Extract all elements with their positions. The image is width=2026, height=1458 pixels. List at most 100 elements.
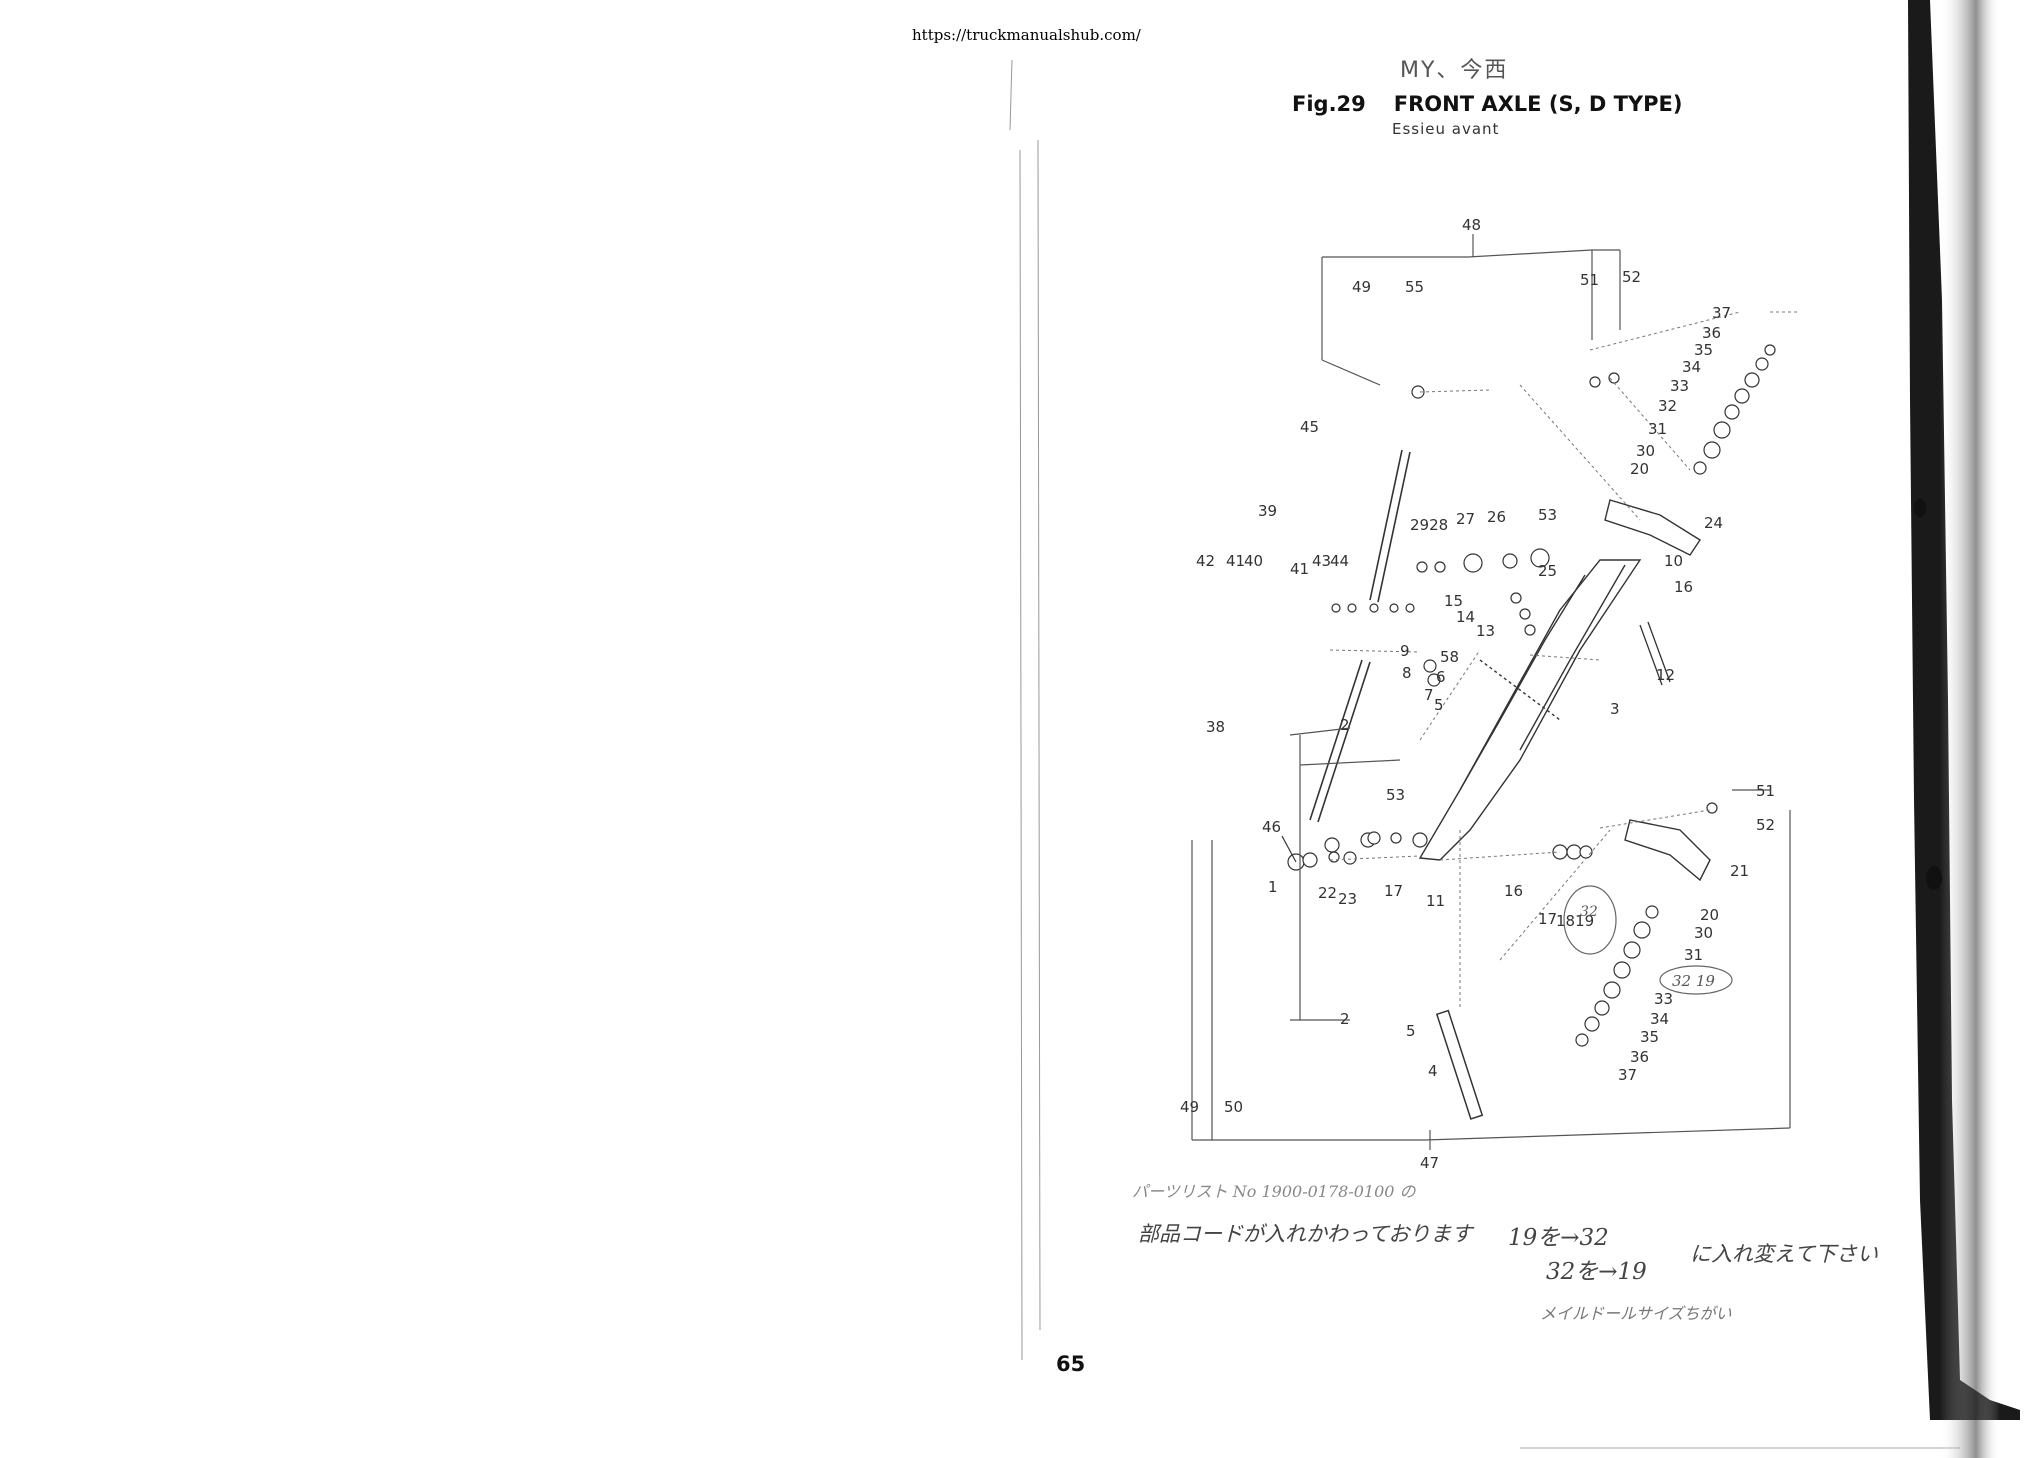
callout-51-top: 51 [1580,271,1599,289]
callout-43: 43 [1312,552,1331,570]
washer-stack-upper [1693,344,1776,475]
callout-24: 24 [1704,514,1723,532]
callout-11: 11 [1426,892,1445,910]
callout-35-low: 35 [1640,1028,1659,1046]
callout-20-top: 20 [1630,460,1649,478]
callout-29-28: 2928 [1410,516,1448,534]
callout-30-low: 30 [1694,924,1713,942]
callout-49-low: 49 [1180,1098,1199,1116]
callout-48: 48 [1462,216,1481,234]
callout-14: 14 [1456,608,1475,626]
figure-subtitle: Essieu avant [1392,120,1500,138]
handwritten-note-line4: 32を→19 [1546,1259,1647,1285]
callout-8: 8 [1402,664,1412,682]
callout-39: 39 [1258,502,1277,520]
callout-49-top: 49 [1352,278,1371,296]
left-page-margin-lines [1009,59,1041,1361]
callout-23: 23 [1338,890,1357,908]
handwritten-note-line3a: 19を→32 [1508,1225,1609,1251]
callout-2-low: 2 [1340,1010,1350,1028]
callout-44: 44 [1330,552,1349,570]
circled-note-32-19: 32 19 [1672,972,1715,990]
callout-labels: 48 49 55 51 52 37 36 35 34 33 32 31 30 2… [1180,216,1775,1172]
handwritten-note-line2: 部品コードが入れかわっております [1138,1222,1473,1246]
callout-10: 10 [1664,552,1683,570]
callout-1: 1 [1268,878,1278,896]
callout-12: 12 [1656,666,1675,684]
callout-26: 26 [1487,508,1506,526]
callout-17-right: 17 [1538,910,1557,928]
figure-title-text: FRONT AXLE (S, D TYPE) [1393,92,1683,116]
callout-2-top: 2 [1340,716,1350,734]
callout-37-top: 37 [1712,304,1731,322]
callout-53-mid: 53 [1386,786,1405,804]
circled-note-32: 32 [1580,904,1598,920]
circled-annotations [1563,885,1733,995]
callout-47: 47 [1420,1154,1439,1172]
callout-31-low: 31 [1684,946,1703,964]
callout-5-low: 5 [1406,1022,1416,1040]
callout-50: 50 [1224,1098,1243,1116]
callout-3: 3 [1610,700,1620,718]
tie-rod-38 [1309,659,1371,823]
callout-33-low: 33 [1654,990,1673,1008]
callout-42: 42 [1196,552,1215,570]
hardware-parts [1324,372,1718,865]
bolt-12 [1639,621,1671,686]
callout-4: 4 [1428,1062,1438,1080]
callout-33-top: 33 [1670,377,1689,395]
callout-53-top: 53 [1538,506,1557,524]
callout-34-top: 34 [1682,358,1701,376]
tie-rod-39 [1369,449,1411,603]
bracket-lower-left [1191,727,1791,1150]
handwritten-name-note: MY、今西 [1400,58,1509,83]
washer-stack-lower [1575,905,1659,1047]
callout-52-top: 52 [1622,268,1641,286]
callout-30-top: 30 [1636,442,1655,460]
leader-lines [1329,311,1800,1010]
callout-36-top: 36 [1702,324,1721,342]
callout-17-left: 17 [1384,882,1403,900]
callout-20-low: 20 [1700,906,1719,924]
callout-51-low: 51 [1756,782,1775,800]
callout-16-low: 16 [1504,882,1523,900]
figure-number: Fig.29 [1292,92,1366,116]
callout-54-57: 58 [1440,648,1459,666]
callout-27: 27 [1456,510,1475,528]
callout-15: 15 [1444,592,1463,610]
bracket-48 [1321,234,1621,386]
callout-9: 9 [1400,642,1410,660]
figure-title: Fig.29 FRONT AXLE (S, D TYPE) [1292,92,1682,116]
book-spine-shadow [1908,0,2020,1458]
page-number: 65 [1056,1352,1086,1376]
knuckle-arm-24 [1604,499,1701,556]
callout-34-low: 34 [1650,1010,1669,1028]
knuckle-arm-21 [1624,819,1711,882]
callout-31-top: 31 [1648,420,1667,438]
callout-55: 55 [1405,278,1424,296]
callout-41-a: 41 [1226,552,1245,570]
callout-46: 46 [1262,818,1281,836]
callout-32-top: 32 [1658,397,1677,415]
handwritten-note-line5: メイルドールサイズちがい [1540,1304,1732,1323]
kingpin-4 [1435,1009,1484,1120]
callout-13: 13 [1476,622,1495,640]
callout-45: 45 [1300,418,1319,436]
handwritten-note-line3b: に入れ変えて下さい [1690,1242,1878,1266]
callout-5-top: 5 [1434,696,1444,714]
callout-22: 22 [1318,884,1337,902]
callout-21: 21 [1730,862,1749,880]
handwritten-note-line1: パーツリスト No 1900-0178-0100 の [1132,1182,1416,1201]
callout-6: 6 [1436,668,1446,686]
ball-joint-left [1281,835,1318,871]
callout-41-b: 41 [1290,560,1309,578]
source-url: https://truckmanualshub.com/ [912,26,1141,44]
callout-38: 38 [1206,718,1225,736]
callout-36-low: 36 [1630,1048,1649,1066]
callout-25: 25 [1538,562,1557,580]
callout-37-low: 37 [1618,1066,1637,1084]
callout-18-19: 1819 [1556,912,1594,930]
callout-40: 40 [1244,552,1263,570]
callout-52-low: 52 [1756,816,1775,834]
